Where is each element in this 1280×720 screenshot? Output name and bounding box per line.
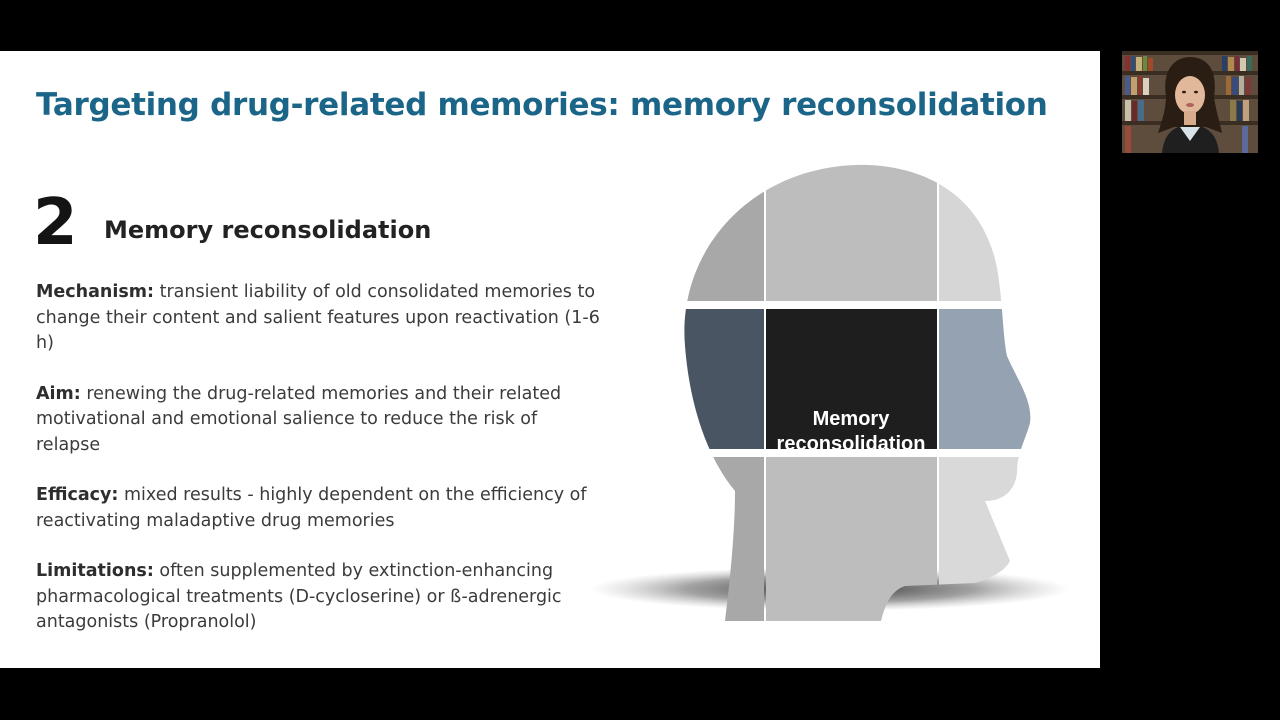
presenter-video-icon (1122, 51, 1258, 153)
section-heading: Memory reconsolidation (104, 216, 432, 244)
bullet-list: Mechanism: transient liability of old co… (36, 280, 606, 661)
head-segment-top-mid (766, 164, 937, 301)
slide-title: Targeting drug-related memories: memory … (36, 87, 1048, 123)
point-text: often supplemented by extinction-enhanci… (36, 561, 562, 632)
point-text: transient liability of old consolidated … (36, 282, 600, 353)
section-number: 2 (33, 186, 78, 260)
point-efficacy: Efficacy: mixed results - highly depende… (36, 483, 606, 534)
head-segment-mid-center (766, 309, 937, 449)
presentation-slide: Targeting drug-related memories: memory … (0, 51, 1100, 668)
head-segment-mid-left (684, 309, 764, 449)
point-aim: Aim: renewing the drug-related memories … (36, 382, 606, 459)
point-label: Aim: (36, 383, 81, 404)
point-label: Efficacy: (36, 485, 119, 505)
presenter-webcam (1122, 51, 1258, 153)
point-label: Limitations: (36, 561, 154, 581)
point-mechanism: Mechanism: transient liability of old co… (36, 280, 606, 357)
head-silhouette-graphic: Memory reconsolidation (590, 164, 1070, 621)
point-label: Mechanism: (36, 282, 155, 302)
point-text: mixed results - highly dependent on the … (36, 485, 587, 531)
head-segment-top-right (939, 164, 1031, 301)
head-segment-top-left (684, 164, 764, 301)
presenter-figure (1158, 57, 1222, 153)
head-diagram: Memory reconsolidation (585, 161, 1085, 621)
head-segment-mid-right (939, 309, 1031, 449)
center-label-line1: Memory (813, 408, 891, 430)
point-limitations: Limitations: often supplemented by extin… (36, 559, 606, 636)
center-label-line2: reconsolidation (777, 433, 926, 455)
point-text: renewing the drug-related memories and t… (36, 383, 562, 455)
